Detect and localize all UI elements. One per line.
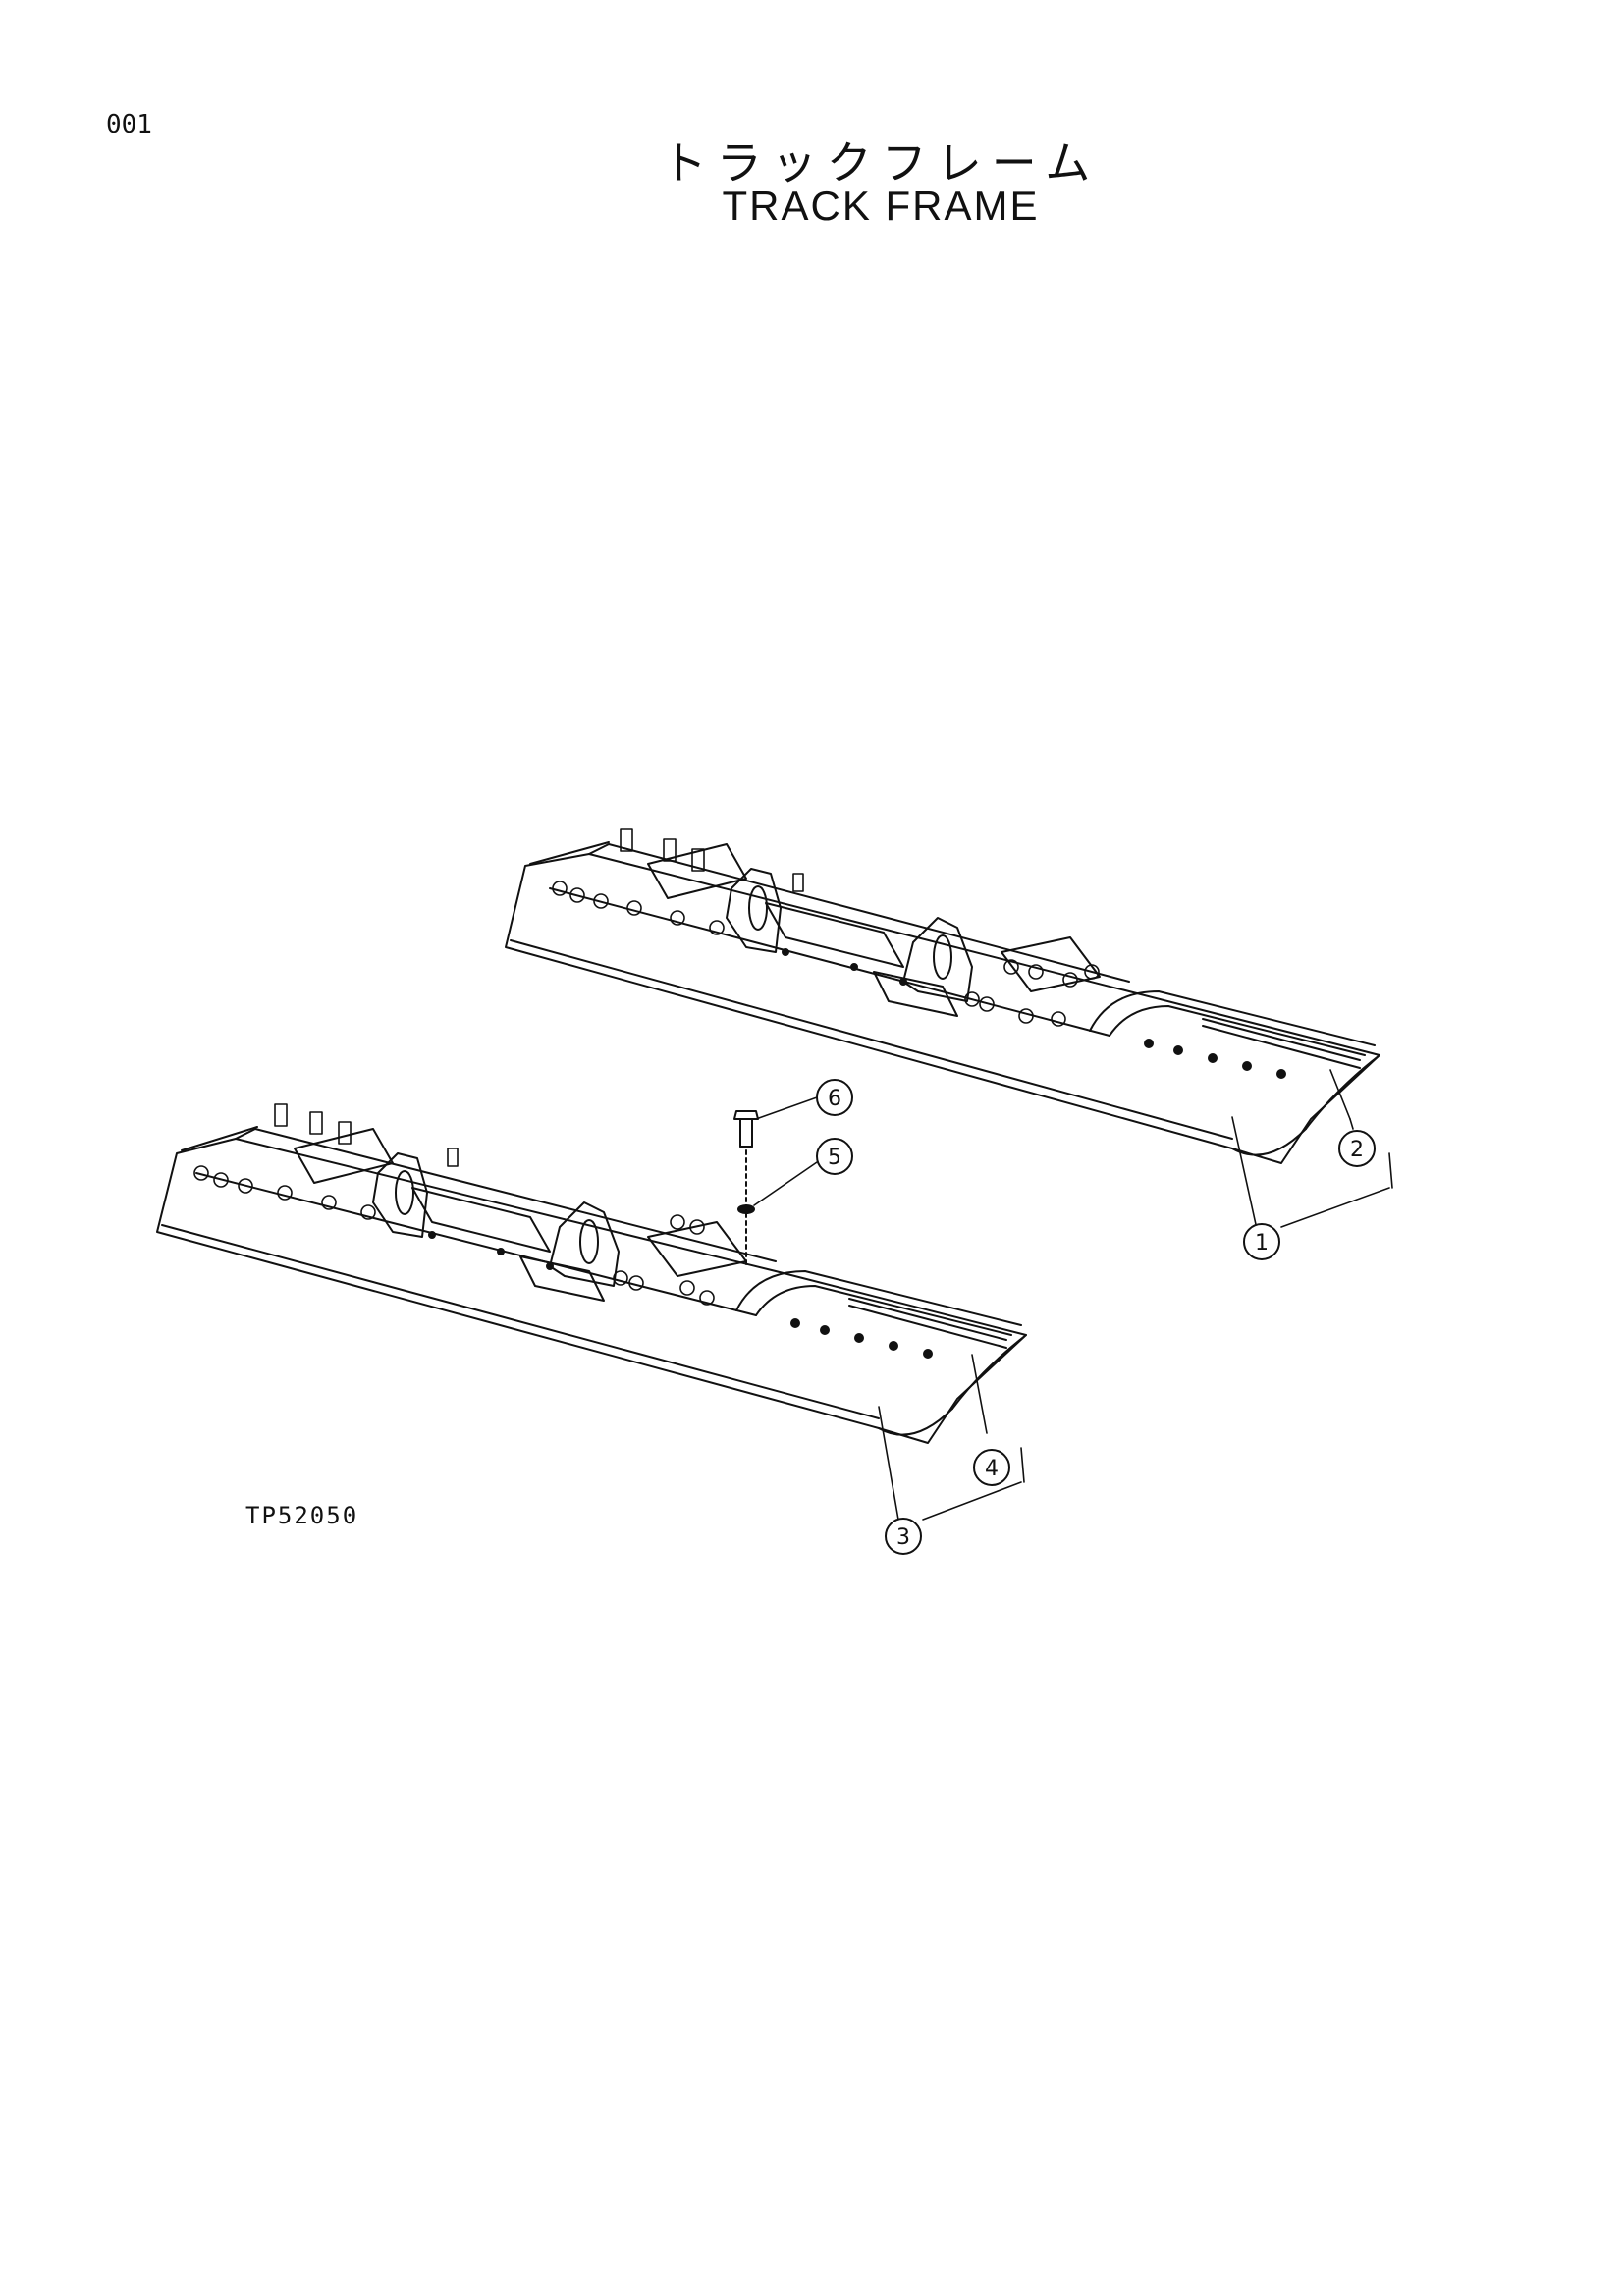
svg-text:1: 1	[1255, 1231, 1269, 1255]
svg-text:5: 5	[828, 1146, 841, 1170]
bolt-and-washer	[733, 1110, 759, 1267]
callout-6: 6	[816, 1079, 853, 1116]
page-number: 001	[106, 110, 152, 139]
callout-2: 2	[1338, 1130, 1376, 1167]
track-frame-lower	[156, 1103, 1027, 1444]
leader-lines	[753, 1069, 1393, 1521]
callout-5: 5	[816, 1138, 853, 1175]
drawing-code: TP52050	[245, 1502, 359, 1529]
title-english: TRACK FRAME	[722, 183, 1040, 229]
callout-4: 4	[973, 1449, 1010, 1486]
svg-text:6: 6	[828, 1087, 841, 1111]
svg-text:4: 4	[985, 1457, 999, 1481]
svg-text:3: 3	[896, 1525, 910, 1550]
track-frame-upper	[505, 828, 1380, 1164]
callout-3: 3	[885, 1518, 922, 1555]
title-japanese: トラックフレーム	[661, 136, 1101, 189]
svg-text:2: 2	[1350, 1138, 1364, 1162]
callout-1: 1	[1243, 1223, 1280, 1260]
